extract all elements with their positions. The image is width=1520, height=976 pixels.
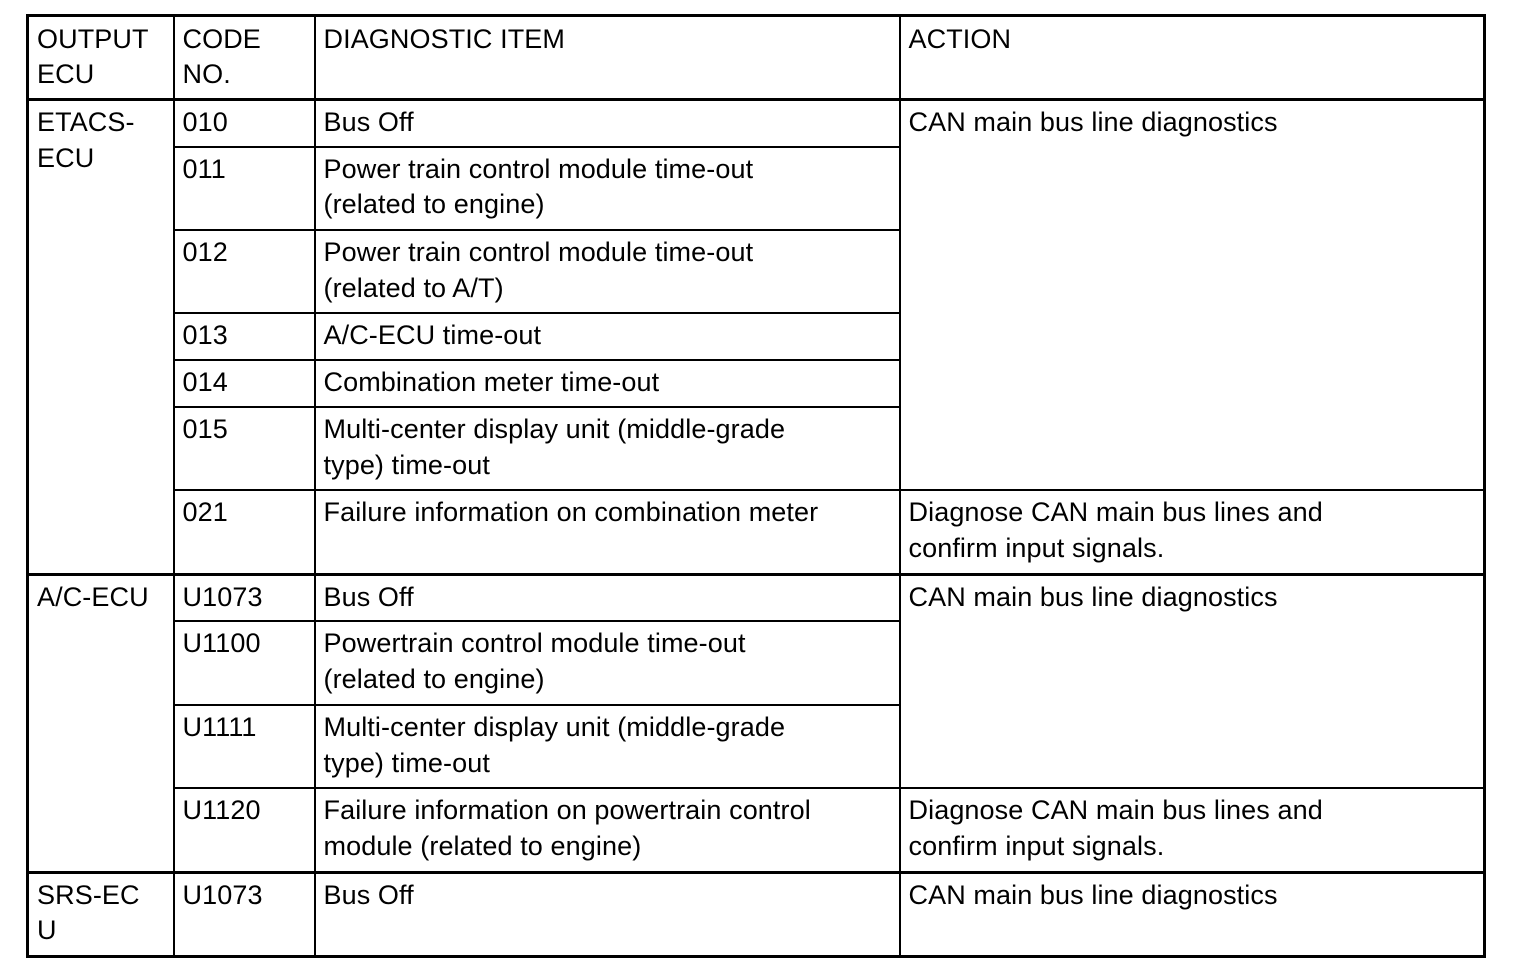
table-row: ETACS- ECU 010 Bus Off CAN main bus line… [26,97,1486,576]
cell-code-no: U1120 [172,787,316,873]
diagnostic-item-value: A/C-ECU time-out [323,320,542,351]
diagnostic-item-value: Power train control module time-out (rel… [323,236,754,303]
diagnostic-item-value: Bus Off [323,581,414,612]
cell-diagnostic-item: Bus Off [313,870,901,958]
table-row: 013 A/C-ECU time-out [28,312,1485,362]
diagnostic-item-value: Multi-center display unit (middle-grade … [323,711,786,778]
header-code-no: CODE NO. [172,14,316,101]
header-diagnostic-item: DIAGNOSTIC ITEM [313,14,901,101]
cell-diagnostic-item: Bus Off [313,97,901,148]
diagnostic-code-table: OUTPUT ECU CODE NO. DIAGNOSTIC ITEM ACTI… [26,14,1486,958]
code-no-value: U1111 [182,711,257,742]
code-no-value: 013 [182,320,228,351]
table-row: U1120 Failure information on powertrain … [28,787,1486,873]
code-no-value: 011 [182,153,226,184]
code-no-value: U1120 [182,795,261,826]
cell-code-no: U1100 [172,620,316,706]
cell-code-no: 010 [172,97,316,148]
table-body: OUTPUT ECU CODE NO. DIAGNOSTIC ITEM ACTI… [26,14,1486,958]
cell-code-no: 012 [172,228,316,315]
cell-diagnostic-item: Multi-center display unit (middle-grade … [313,703,901,790]
cell-output-ecu: A/C-ECU [26,572,175,873]
table-row: 012 Power train control module time-out … [28,228,1485,315]
action-value: Diagnose CAN main bus lines and confirm … [908,795,1323,862]
header-diagnostic-item-label: DIAGNOSTIC ITEM [323,24,566,54]
action-value: CAN main bus line diagnostics [908,106,1278,137]
code-no-value: 010 [182,106,228,137]
code-no-value: U1100 [182,628,261,659]
diagnostic-item-value: Combination meter time-out [323,367,660,398]
code-no-value: U1073 [182,581,263,612]
action-value: Diagnose CAN main bus lines and confirm … [908,497,1323,564]
diagnostic-item-value: Failure information on powertrain contro… [323,795,811,862]
diagnostic-code-table-container: OUTPUT ECU CODE NO. DIAGNOSTIC ITEM ACTI… [26,14,1486,958]
cell-diagnostic-item: Bus Off [313,572,901,623]
code-no-value: U1073 [182,879,263,910]
cell-diagnostic-item: Combination meter time-out [313,359,901,408]
cell-action: CAN main bus line diagnostics [898,572,1486,790]
action-value: CAN main bus line diagnostics [908,879,1278,910]
output-ecu-value: A/C-ECU [37,581,149,612]
diagnostic-item-value: Failure information on combination meter [323,497,819,528]
diagnostic-item-value: Bus Off [323,879,414,910]
cell-action: CAN main bus line diagnostics [898,97,1486,492]
output-ecu-value: SRS-EC U [37,879,140,946]
table-row: 014 Combination meter time-out [28,359,1485,408]
cell-output-ecu: ETACS- ECU [26,97,175,576]
diagnostic-item-value: Multi-center display unit (middle-grade … [323,413,786,480]
cell-code-no: U1111 [172,703,316,790]
cell-code-no: 011 [172,145,316,231]
table-row: SRS-EC U U1073 Bus Off CAN main bus line… [26,870,1486,958]
table-row: 011 Power train control module time-out … [28,145,1485,231]
header-action-label: ACTION [908,24,1012,54]
cell-diagnostic-item: Powertrain control module time-out (rela… [313,620,901,706]
cell-code-no: U1073 [172,572,316,623]
cell-diagnostic-item: Power train control module time-out (rel… [313,145,901,231]
diagnostic-item-value: Bus Off [323,106,414,137]
cell-diagnostic-item: Failure information on powertrain contro… [313,787,901,873]
code-no-value: 014 [182,367,228,398]
header-action: ACTION [898,14,1486,101]
table-row: 015 Multi-center display unit (middle-gr… [28,405,1485,492]
table-header-row: OUTPUT ECU CODE NO. DIAGNOSTIC ITEM ACTI… [26,14,1486,101]
table-row: U1111 Multi-center display unit (middle-… [28,703,1485,790]
cell-code-no: 013 [172,312,316,362]
diagnostic-item-value: Power train control module time-out (rel… [323,153,754,220]
header-code-no-label: CODE NO. [182,24,261,90]
table-row: A/C-ECU U1073 Bus Off CAN main bus line … [26,572,1486,873]
code-no-value: 015 [182,413,228,444]
cell-diagnostic-item: A/C-ECU time-out [313,312,901,362]
cell-diagnostic-item: Multi-center display unit (middle-grade … [313,405,901,492]
cell-code-no: 021 [172,489,316,576]
cell-code-no: U1073 [172,870,316,958]
code-no-value: 012 [182,236,228,267]
cell-action: Diagnose CAN main bus lines and confirm … [898,787,1486,873]
diagnostic-item-value: Powertrain control module time-out (rela… [323,628,746,695]
cell-action: CAN main bus line diagnostics [898,870,1486,958]
table-row: U1100 Powertrain control module time-out… [28,620,1485,706]
cell-diagnostic-item: Failure information on combination meter [313,489,901,576]
cell-action: Diagnose CAN main bus lines and confirm … [898,489,1486,576]
cell-output-ecu: SRS-EC U [26,870,175,958]
header-output-ecu: OUTPUT ECU [26,14,175,101]
code-no-value: 021 [182,497,228,528]
cell-diagnostic-item: Power train control module time-out (rel… [313,228,901,315]
header-output-ecu-label: OUTPUT ECU [37,24,149,90]
cell-code-no: 014 [172,359,316,408]
action-value: CAN main bus line diagnostics [908,581,1278,612]
table-row: 021 Failure information on combination m… [28,489,1486,576]
output-ecu-value: ETACS- ECU [37,106,135,173]
cell-code-no: 015 [172,405,316,492]
